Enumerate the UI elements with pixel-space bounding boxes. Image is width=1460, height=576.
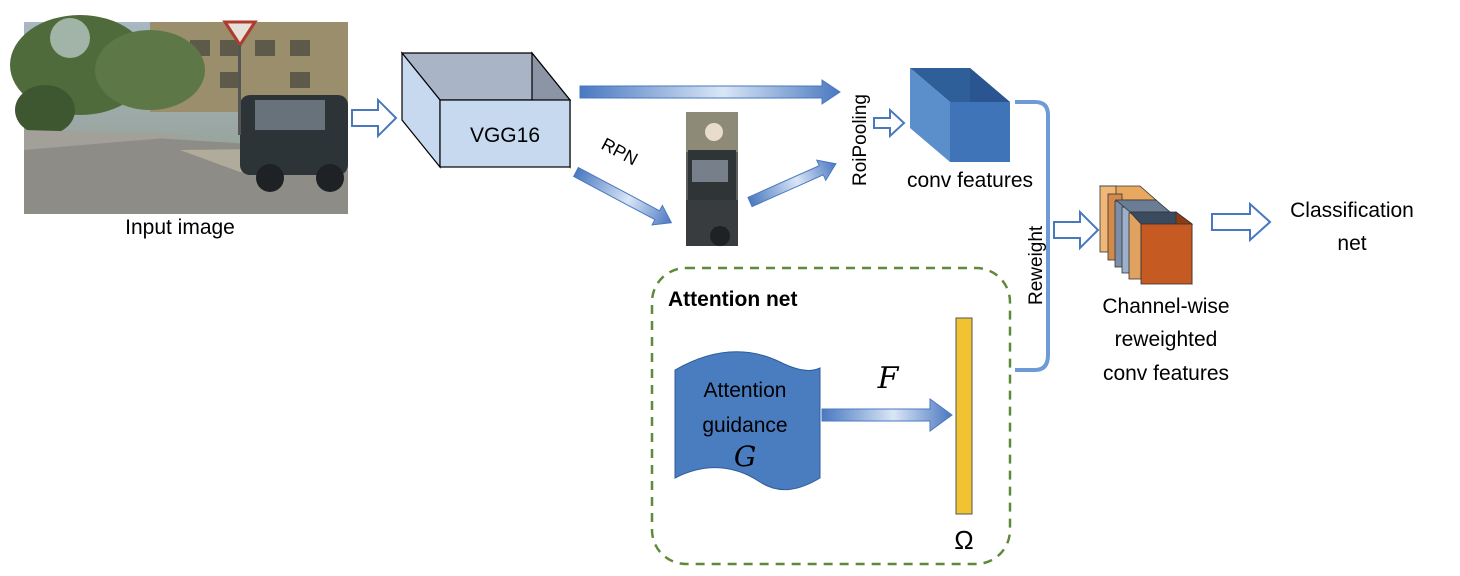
attention-guidance-line1: Attention [704, 379, 787, 402]
region-proposal-crop [686, 112, 738, 246]
arrow-guidance-to-omega [821, 398, 953, 432]
vgg16-block [400, 51, 572, 169]
channel-wise-line3: conv features [1103, 362, 1229, 385]
channel-wise-line1: Channel-wise [1102, 295, 1229, 318]
arrow-vgg-to-roipooling [579, 79, 841, 105]
channel-reweighted-stack [1098, 185, 1194, 285]
arrow-output-to-classification [1211, 201, 1272, 243]
channel-wise-line2: reweighted [1115, 328, 1218, 351]
f-symbol: F [877, 361, 900, 396]
attention-net-title: Attention net [668, 288, 797, 311]
omega-bar [955, 317, 973, 515]
arrow-reweight-to-output [1053, 209, 1100, 251]
reweight-label: Reweight [1026, 225, 1047, 305]
arrow-roipooling-to-conv [873, 107, 906, 139]
attention-guidance-line2: guidance [702, 414, 787, 437]
reweight-bracket [1015, 100, 1050, 372]
input-image-caption: Input image [125, 216, 235, 239]
vgg16-label: VGG16 [470, 124, 540, 147]
arrow-input-to-vgg [351, 97, 398, 139]
omega-symbol: Ω [954, 525, 973, 555]
arrow-rpn [572, 166, 673, 226]
conv-features-label: conv features [907, 169, 1033, 192]
attention-guidance-shape [674, 351, 821, 491]
rpn-label: RPN [598, 134, 641, 170]
guidance-symbol-g: G [734, 440, 756, 473]
input-street-image [10, 15, 348, 214]
classification-net-line1: Classification [1290, 199, 1414, 222]
classification-net-line2: net [1337, 232, 1366, 255]
roipooling-label: RoiPooling [850, 94, 871, 186]
conv-features-cube [910, 68, 1010, 162]
attention-net-box [650, 266, 1012, 566]
arrow-crop-to-roipooling [747, 159, 837, 208]
